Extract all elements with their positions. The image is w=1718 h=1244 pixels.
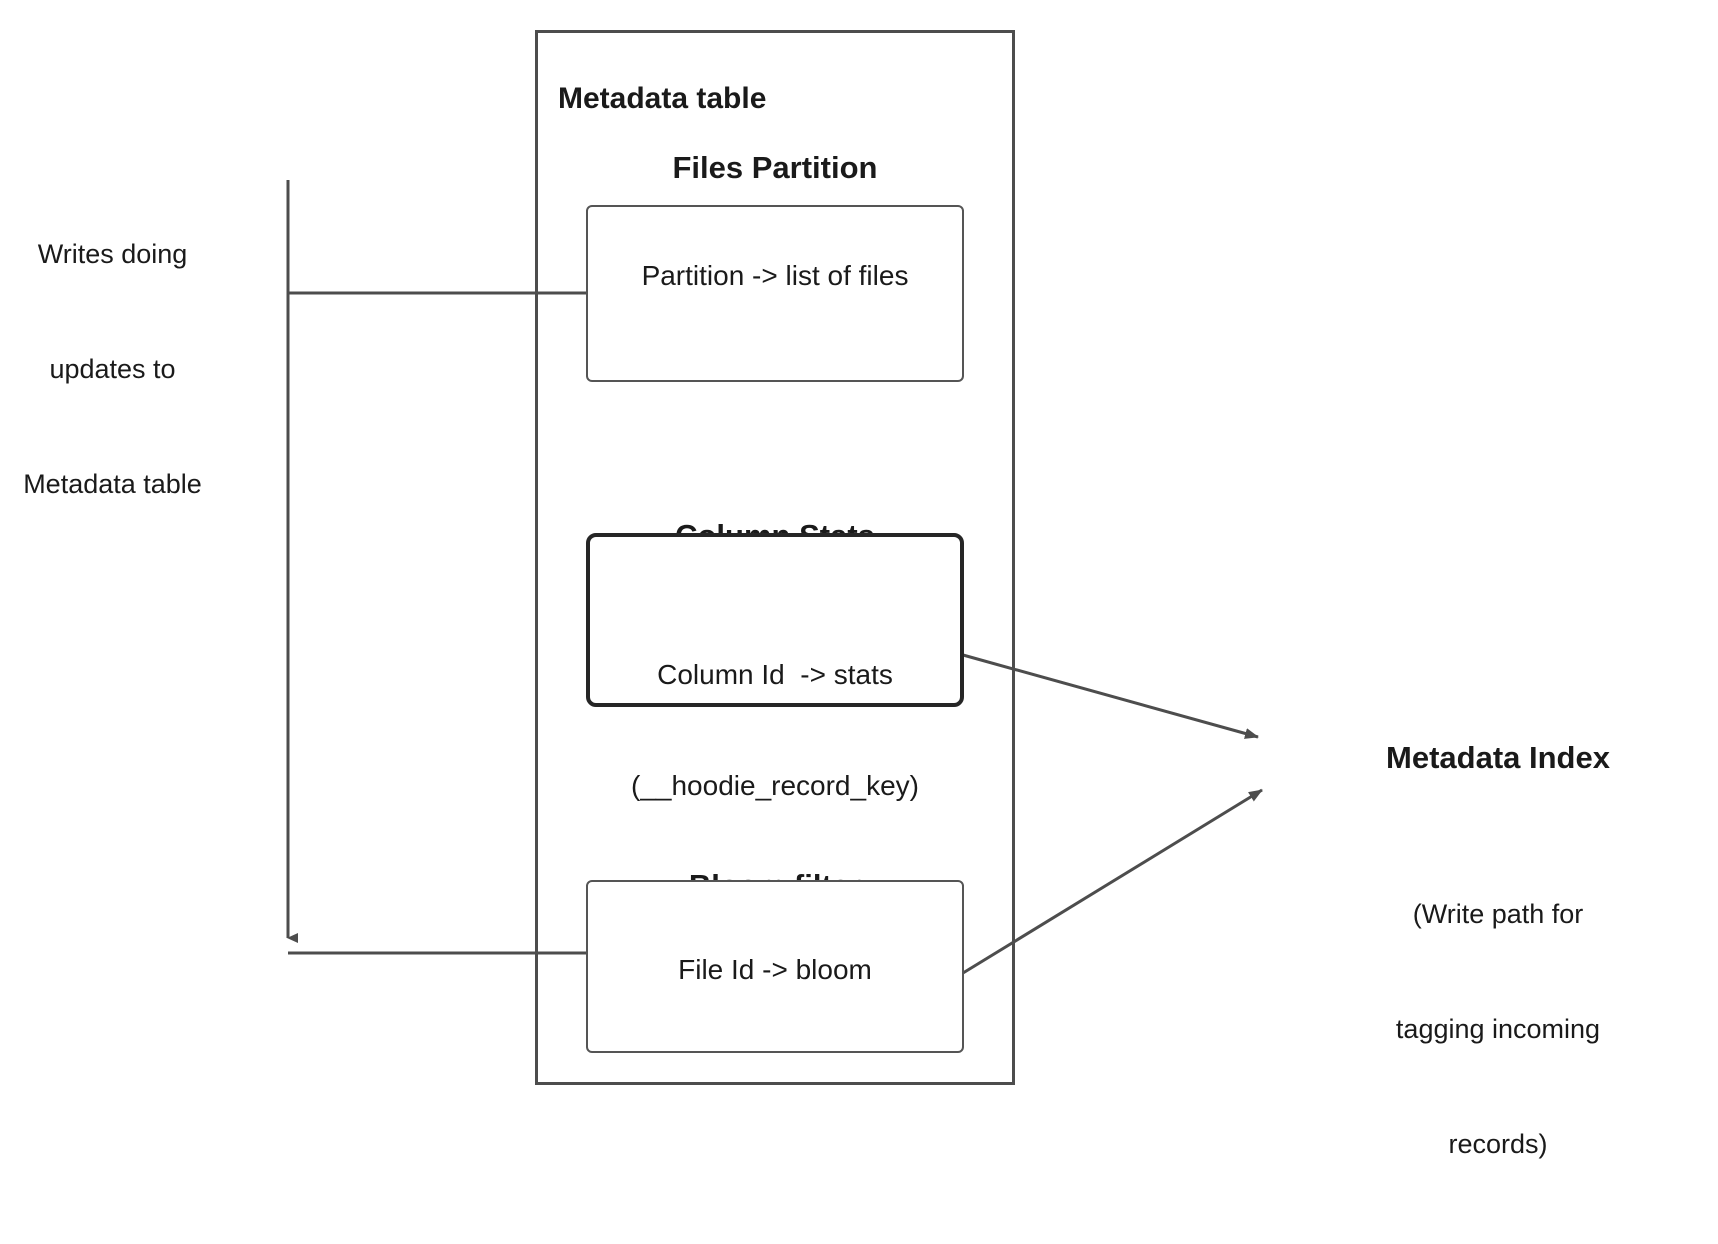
metadata-table-title: Metadata table [558, 82, 767, 115]
column-stats-partition-box [586, 533, 964, 707]
metadata-index-subtitle-line-3: records) [1448, 1128, 1548, 1159]
files-partition-box-text: Partition -> list of files [641, 260, 909, 291]
column-stats-box-line-1: Column Id -> stats [657, 658, 893, 690]
write-path-note: Writes doing updates to Metadata table [10, 158, 215, 580]
files-partition-box [586, 205, 964, 382]
metadata-index-subtitle-line-2: tagging incoming [1395, 1013, 1601, 1044]
write-path-note-line-2: updates to [49, 353, 176, 384]
column-stats-partition-box-text: Column Id -> stats (__hoodie_record_key) [591, 583, 959, 879]
metadata-index-subtitle: (Write path for tagging incoming records… [1288, 818, 1708, 1240]
column-stats-box-line-2: (__hoodie_record_key) [631, 769, 919, 801]
bloom-filter-partition-box [586, 880, 964, 1053]
metadata-table-container [535, 30, 1015, 1085]
write-path-note-line-1: Writes doing [37, 238, 188, 269]
metadata-index-subtitle-line-1: (Write path for [1412, 898, 1584, 929]
write-path-note-line-3: Metadata table [23, 468, 202, 499]
bloom-filter-partition-box-text: File Id -> bloom [678, 954, 872, 985]
files-partition-heading: Files Partition [672, 150, 878, 185]
metadata-index-title: Metadata Index [1386, 740, 1610, 775]
